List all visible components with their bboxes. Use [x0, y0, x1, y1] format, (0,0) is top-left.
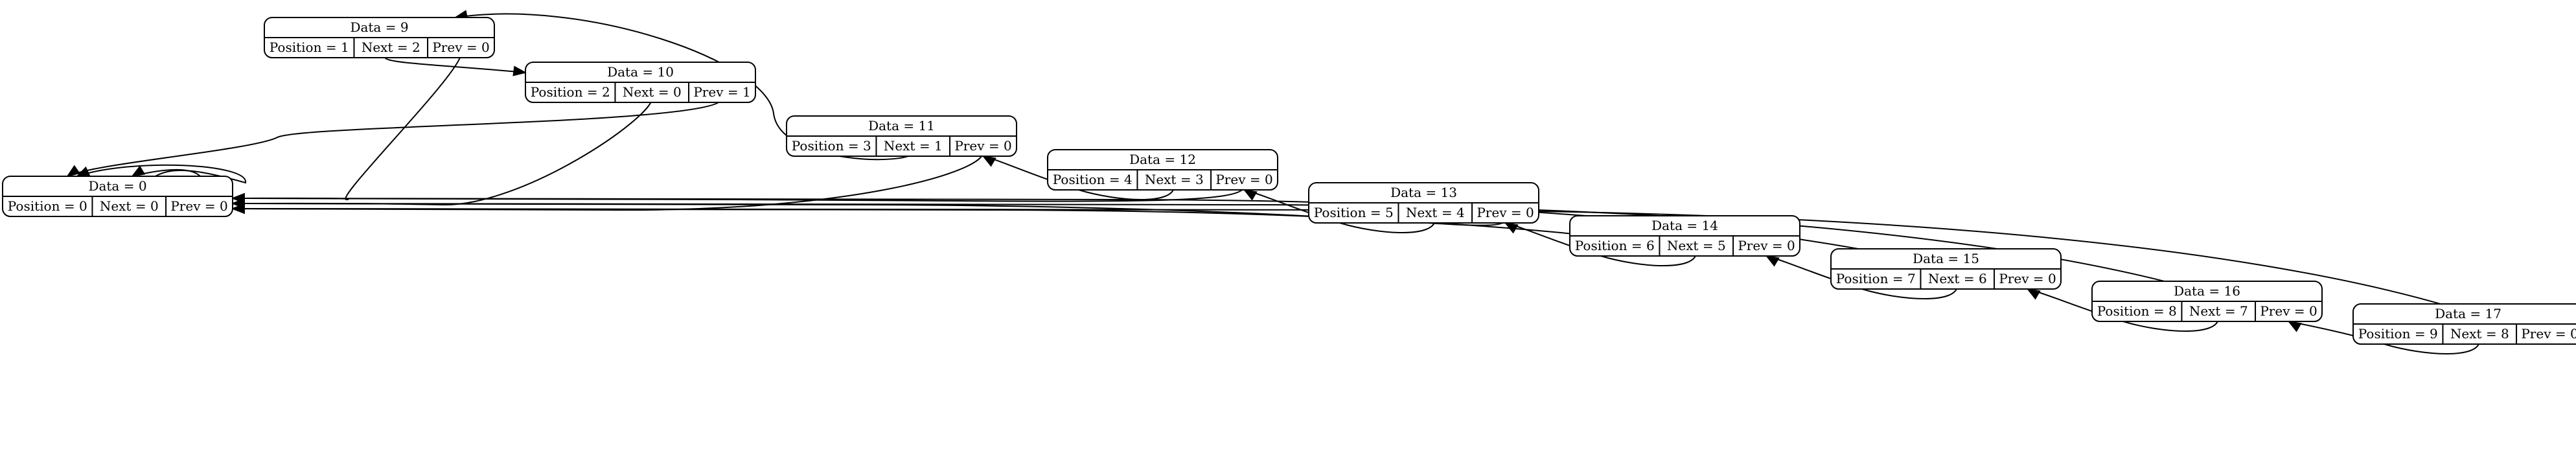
- node-data-label: Data = 0: [88, 178, 146, 194]
- arrowhead: [131, 165, 146, 178]
- node-data-label: Data = 14: [1651, 218, 1718, 233]
- node-next-label: Next = 5: [1667, 238, 1726, 253]
- edge-n10-prev-to-n9: [67, 98, 723, 177]
- edge-n11-prev-to-n0: [232, 152, 984, 211]
- arrowhead: [66, 165, 81, 178]
- list-node: Data = 16 Position = 8 Next = 7 Prev = 0: [2091, 281, 2323, 322]
- node-position-label: Position = 6: [1575, 238, 1655, 253]
- arrowhead: [2026, 288, 2041, 300]
- node-prev-label: Prev = 0: [2521, 326, 2576, 342]
- node-prev-label: Prev = 0: [954, 138, 1011, 154]
- node-position-label: Position = 9: [2358, 326, 2438, 342]
- arrowhead: [231, 203, 245, 214]
- node-position-label: Position = 1: [270, 40, 349, 55]
- node-next-label: Next = 8: [2450, 326, 2509, 342]
- list-node: Data = 12 Position = 4 Next = 3 Prev = 0: [1047, 149, 1278, 191]
- node-data-label: Data = 9: [350, 19, 408, 35]
- node-prev-label: Prev = 0: [432, 40, 489, 55]
- arrowhead: [512, 65, 527, 76]
- node-prev-label: Prev = 0: [1477, 205, 1534, 220]
- node-data-label: Data = 15: [1913, 251, 1979, 266]
- node-position-label: Position = 5: [1314, 205, 1394, 220]
- arrowhead: [1243, 189, 1258, 201]
- list-node: Data = 14 Position = 6 Next = 5 Prev = 0: [1569, 215, 1800, 257]
- node-next-label: Next = 3: [1145, 172, 1204, 187]
- node-next-label: Next = 0: [623, 84, 682, 100]
- node-prev-label: Prev = 0: [1215, 172, 1272, 187]
- node-data-label: Data = 12: [1129, 152, 1196, 167]
- edge-n10-next-to-n0: [232, 98, 653, 206]
- node-next-label: Next = 2: [362, 40, 420, 55]
- node-position-label: Position = 3: [792, 138, 871, 154]
- node-data-label: Data = 10: [607, 64, 674, 80]
- node-data-label: Data = 13: [1390, 185, 1457, 200]
- arrowhead: [1765, 255, 1780, 267]
- list-node: Data = 13 Position = 5 Next = 4 Prev = 0: [1308, 182, 1539, 224]
- node-prev-label: Prev = 0: [1738, 238, 1795, 253]
- node-position-label: Position = 7: [1836, 271, 1916, 286]
- node-position-label: Position = 8: [2097, 303, 2177, 319]
- arrowhead: [982, 155, 996, 167]
- node-position-label: Position = 2: [531, 84, 610, 100]
- node-prev-label: Prev = 0: [2260, 303, 2317, 319]
- node-data-label: Data = 17: [2435, 306, 2501, 321]
- list-node: Data = 10 Position = 2 Next = 0 Prev = 1: [525, 62, 756, 103]
- list-node: Data = 15 Position = 7 Next = 6 Prev = 0: [1830, 248, 2062, 290]
- node-data-label: Data = 16: [2174, 283, 2240, 299]
- node-data-label: Data = 11: [868, 118, 935, 133]
- node-next-label: Next = 7: [2189, 303, 2248, 319]
- node-position-label: Position = 0: [8, 198, 87, 214]
- list-node: Data = 11 Position = 3 Next = 1 Prev = 0: [786, 115, 1017, 157]
- node-next-label: Next = 6: [1928, 271, 1987, 286]
- node-prev-label: Prev = 1: [693, 84, 750, 100]
- node-prev-label: Prev = 0: [170, 198, 227, 214]
- list-node: Data = 17 Position = 9 Next = 8 Prev = 0: [2352, 303, 2576, 345]
- node-prev-label: Prev = 0: [1999, 271, 2056, 286]
- arrowhead: [2287, 320, 2302, 332]
- node-next-label: Next = 1: [884, 138, 943, 154]
- node-position-label: Position = 4: [1053, 172, 1133, 187]
- node-next-label: Next = 0: [100, 198, 159, 214]
- node-next-label: Next = 4: [1406, 205, 1465, 220]
- edge-n11-next-to-n9: [455, 13, 914, 161]
